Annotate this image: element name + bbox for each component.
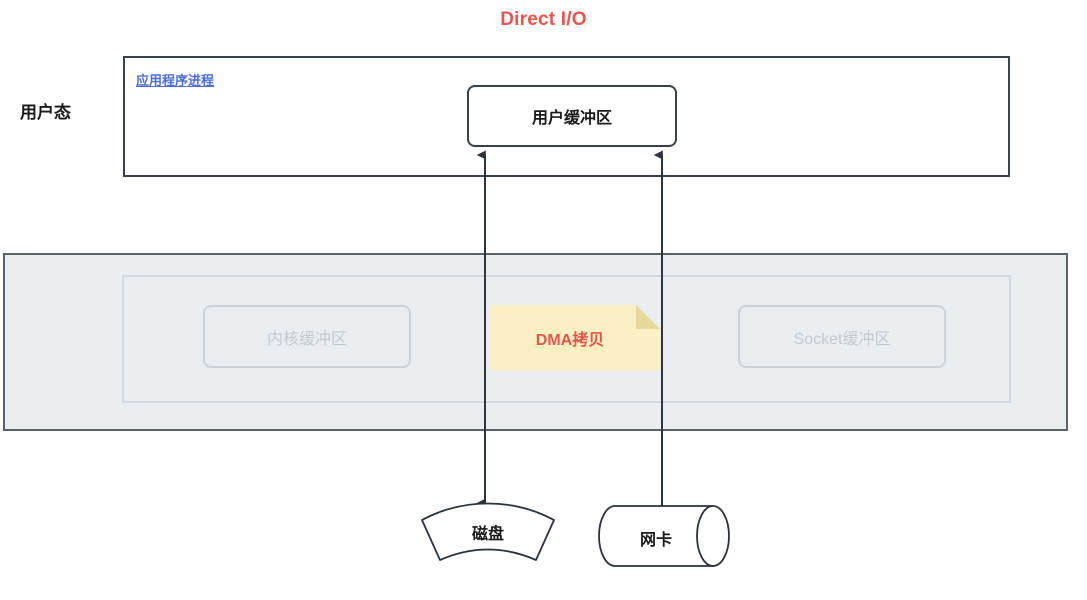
disk-label: 磁盘 [471,526,504,543]
page-title: Direct I/O [500,9,587,30]
socket-buffer-node: Socket缓冲区 [738,305,946,368]
network-card-cylinder-icon [598,505,730,567]
dma-copy-label: DMA拷贝 [535,331,605,349]
user-mode-label: 用户态 [20,103,71,122]
network-card-label: 网卡 [639,532,672,549]
disk-shape-icon [421,502,555,561]
kernel-buffer-node: 内核缓冲区 [203,305,411,368]
application-process-label: 应用程序进程 [136,73,215,88]
note-sheet [490,305,660,370]
dma-copy-note: DMA拷贝 [490,305,660,370]
user-buffer-node: 用户缓冲区 [467,85,677,147]
kernel-space-inner-frame [122,275,1011,403]
